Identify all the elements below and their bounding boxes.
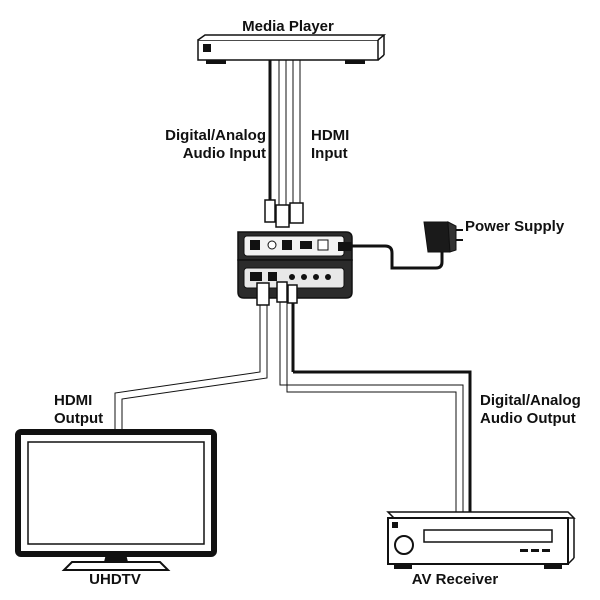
hdmi-output-label-line2: Output (54, 410, 103, 427)
audio-output-label-line2: Audio Output (480, 410, 576, 427)
power-button-icon (203, 44, 211, 52)
uhdtv-label: UHDTV (89, 571, 141, 588)
receiver-power-icon (392, 522, 398, 528)
input-cables (264, 60, 304, 228)
hdmi-input-label-line1: HDMI (311, 127, 349, 144)
output-cables (114, 281, 472, 512)
audio-input-label-line2: Audio Input (183, 145, 266, 162)
av-receiver-label: AV Receiver (412, 571, 499, 588)
av-receiver-device (386, 511, 576, 569)
media-player-device (197, 34, 387, 64)
audio-input-label-line1: Digital/Analog (165, 127, 266, 144)
media-player-label: Media Player (242, 18, 334, 35)
uhdtv-device (15, 429, 217, 571)
hdmi-input-label-line2: Input (311, 145, 348, 162)
volume-knob-icon (394, 535, 414, 555)
power-supply-label: Power Supply (465, 218, 565, 235)
power-supply-adapter (338, 221, 463, 270)
audio-output-label-line1: Digital/Analog (480, 392, 581, 409)
hdmi-output-label-line1: HDMI (54, 392, 92, 409)
